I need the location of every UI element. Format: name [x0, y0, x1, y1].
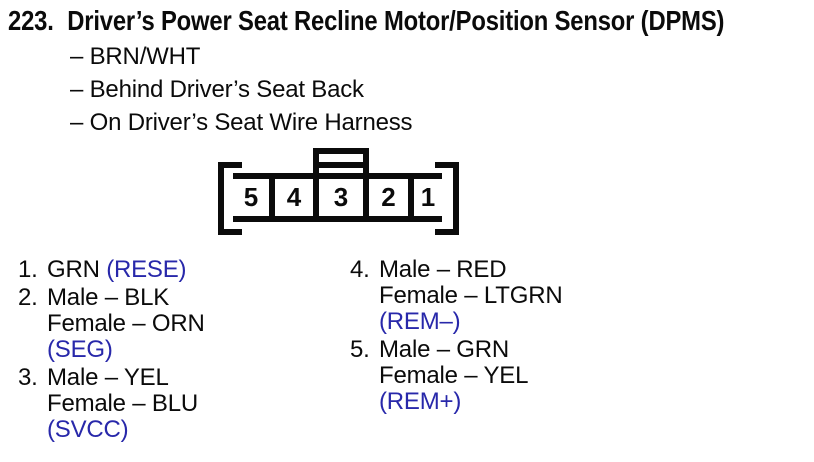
pin-number: 3. — [18, 364, 38, 391]
attribute-list: – BRN/WHT – Behind Driver’s Seat Back – On… — [70, 40, 413, 139]
wire-color-text: Male – RED — [379, 256, 507, 283]
attribute-item: – On Driver’s Seat Wire Harness — [70, 109, 413, 136]
wire-color-text: Female – LTGRN — [379, 282, 563, 309]
connector-left-end — [218, 162, 242, 235]
pin-number: 2. — [18, 284, 38, 311]
wire-color-text: Female – BLU — [47, 390, 198, 417]
pin-description-line: Male – BLK — [47, 285, 205, 311]
wire-color-text: GRN — [47, 256, 107, 283]
pin-description-line: GRN (RESE) — [47, 256, 187, 283]
attribute-item: – Behind Driver’s Seat Back — [70, 76, 364, 103]
pin-cell-2: 2 — [381, 182, 396, 212]
pin-description-line: Female – YEL — [379, 363, 528, 389]
page-title-row: 223. Driver’s Power Seat Recline Motor/P… — [8, 5, 724, 37]
section-number: 223. — [8, 5, 54, 36]
pin-description: GRN (RESE) — [47, 256, 187, 283]
pin-description-line: Female – LTGRN — [379, 282, 563, 309]
pin-description-line: Male – YEL — [47, 365, 198, 391]
pin-number: 1. — [18, 256, 38, 283]
attribute-item: – BRN/WHT — [70, 43, 201, 70]
pin-description-line: (SEG) — [47, 337, 205, 363]
pin-number: 5. — [350, 336, 370, 363]
connector-right-end — [435, 162, 459, 235]
wire-color-text: Female – ORN — [47, 310, 205, 337]
pin-description-line: Female – ORN — [47, 311, 205, 337]
signal-name-text: (REM–) — [379, 308, 461, 335]
pin-description-line: Male – RED — [379, 257, 562, 283]
wire-color-text: Male – YEL — [47, 364, 169, 391]
pin-item-1: 1. GRN (RESE) — [18, 257, 205, 283]
wire-color-text: Female – YEL — [379, 362, 529, 389]
connector-latch-line — [319, 162, 363, 168]
wire-color-text: Male – BLK — [47, 284, 170, 311]
pin-description-line: Male – GRN — [379, 337, 528, 363]
pin-description-line: Female – BLU — [47, 391, 198, 417]
pin-description-line: (REM–) — [379, 309, 562, 335]
signal-name-text: (REM+) — [379, 388, 462, 415]
signal-name-text: (RESE) — [106, 256, 187, 283]
pin-cell-4: 4 — [269, 179, 313, 216]
signal-name-text: (SEG) — [47, 336, 113, 363]
page-title: Driver’s Power Seat Recline Motor/Positi… — [67, 5, 725, 36]
pin-cell-5: 5 — [243, 182, 259, 212]
pin-number: 4. — [350, 256, 370, 283]
wire-color-text: Male – GRN — [379, 336, 510, 363]
pin-cell-3: 3 — [313, 179, 369, 216]
pin-cell-1: 1 — [408, 179, 442, 216]
signal-name-text: (SVCC) — [47, 416, 129, 443]
pin-description-line: (SVCC) — [47, 417, 198, 443]
pin-description-line: (REM+) — [379, 389, 528, 415]
